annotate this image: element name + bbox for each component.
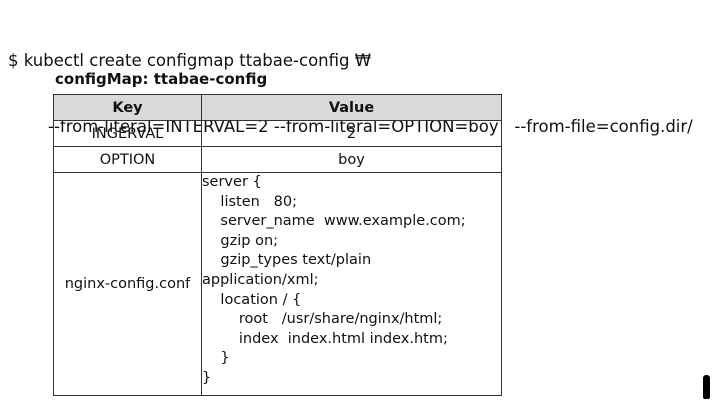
table-row: OPTION boy — [53, 146, 502, 173]
table-row: INGERVAL 2 — [53, 120, 502, 147]
code-line: index index.html index.htm; — [202, 330, 448, 347]
command-line-1: $ kubectl create configmap ttabae-config… — [8, 51, 372, 70]
row-key-option: OPTION — [53, 146, 202, 173]
row-key-nginx-config: nginx-config.conf — [53, 172, 202, 396]
row-key-interval: INGERVAL — [53, 120, 202, 147]
configmap-table: Key Value INGERVAL 2 OPTION boy nginx-co… — [53, 94, 502, 396]
row-value-nginx-config: server { listen 80; server_name www.exam… — [201, 172, 502, 396]
table-header-row: Key Value — [53, 94, 502, 121]
edge-marker — [703, 375, 710, 399]
key-column-header: Key — [53, 94, 202, 121]
code-line: server_name www.example.com; — [202, 213, 466, 230]
code-line: location / { — [202, 291, 302, 308]
value-column-header: Value — [201, 94, 502, 121]
code-line: server { — [202, 174, 262, 190]
code-line: } — [202, 350, 230, 367]
code-line: gzip on; — [202, 232, 279, 249]
code-line: root /usr/share/nginx/html; — [202, 311, 443, 328]
row-value-option: boy — [201, 146, 502, 173]
configmap-title: configMap: ttabae-config — [55, 70, 268, 88]
code-line: application/xml; — [202, 271, 319, 288]
code-line: } — [202, 369, 212, 386]
code-line: listen 80; — [202, 193, 298, 210]
code-line: gzip_types text/plain — [202, 252, 372, 269]
table-row: nginx-config.conf server { listen 80; se… — [53, 172, 502, 396]
row-value-interval: 2 — [201, 120, 502, 147]
